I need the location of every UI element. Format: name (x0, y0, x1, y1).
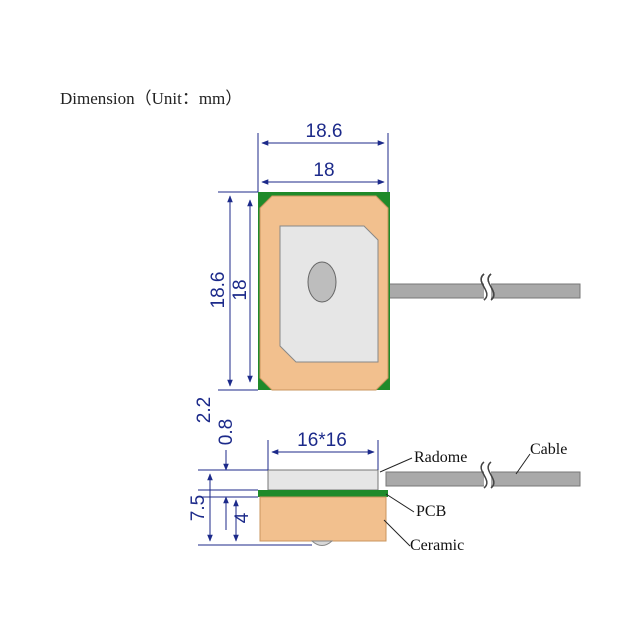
side-view: 16*16 2.2 0.8 7.5 4 Radome (188, 397, 581, 554)
side-height-dimensions: 2.2 0.8 7.5 4 (188, 397, 312, 546)
height-inner-label: 18 (230, 279, 251, 300)
side-ceramic (259, 496, 387, 542)
radome-label: Radome (414, 449, 467, 466)
pcb-height-label: 0.8 (216, 419, 237, 445)
side-radome (267, 469, 379, 491)
feed-pin (307, 261, 337, 303)
side-pcb (258, 490, 388, 497)
height-outer-label: 18.6 (208, 272, 229, 309)
pcb-label: PCB (416, 503, 446, 520)
top-width-dimensions: 18.6 18 (257, 121, 389, 192)
top-cable (387, 273, 581, 301)
ceramic-height-label: 4 (232, 512, 253, 523)
radome-size-label: 16*16 (297, 430, 347, 451)
width-outer-label: 18.6 (306, 121, 343, 142)
ceramic-label: Ceramic (410, 537, 464, 554)
top-view: 18.6 18 18.6 18 (208, 121, 581, 391)
width-inner-label: 18 (313, 160, 334, 181)
cable-label: Cable (530, 441, 567, 458)
top-height-dimensions: 18.6 18 (208, 191, 258, 391)
total-height-label: 7.5 (188, 495, 209, 521)
side-cable (385, 461, 581, 489)
drawing-title: Dimension（Unit：mm） (60, 89, 243, 108)
side-pin (310, 540, 334, 546)
radome-size-dimension: 16*16 (267, 430, 379, 470)
radome-height-label: 2.2 (194, 397, 215, 423)
component-labels: Radome PCB Ceramic Cable (379, 441, 567, 554)
